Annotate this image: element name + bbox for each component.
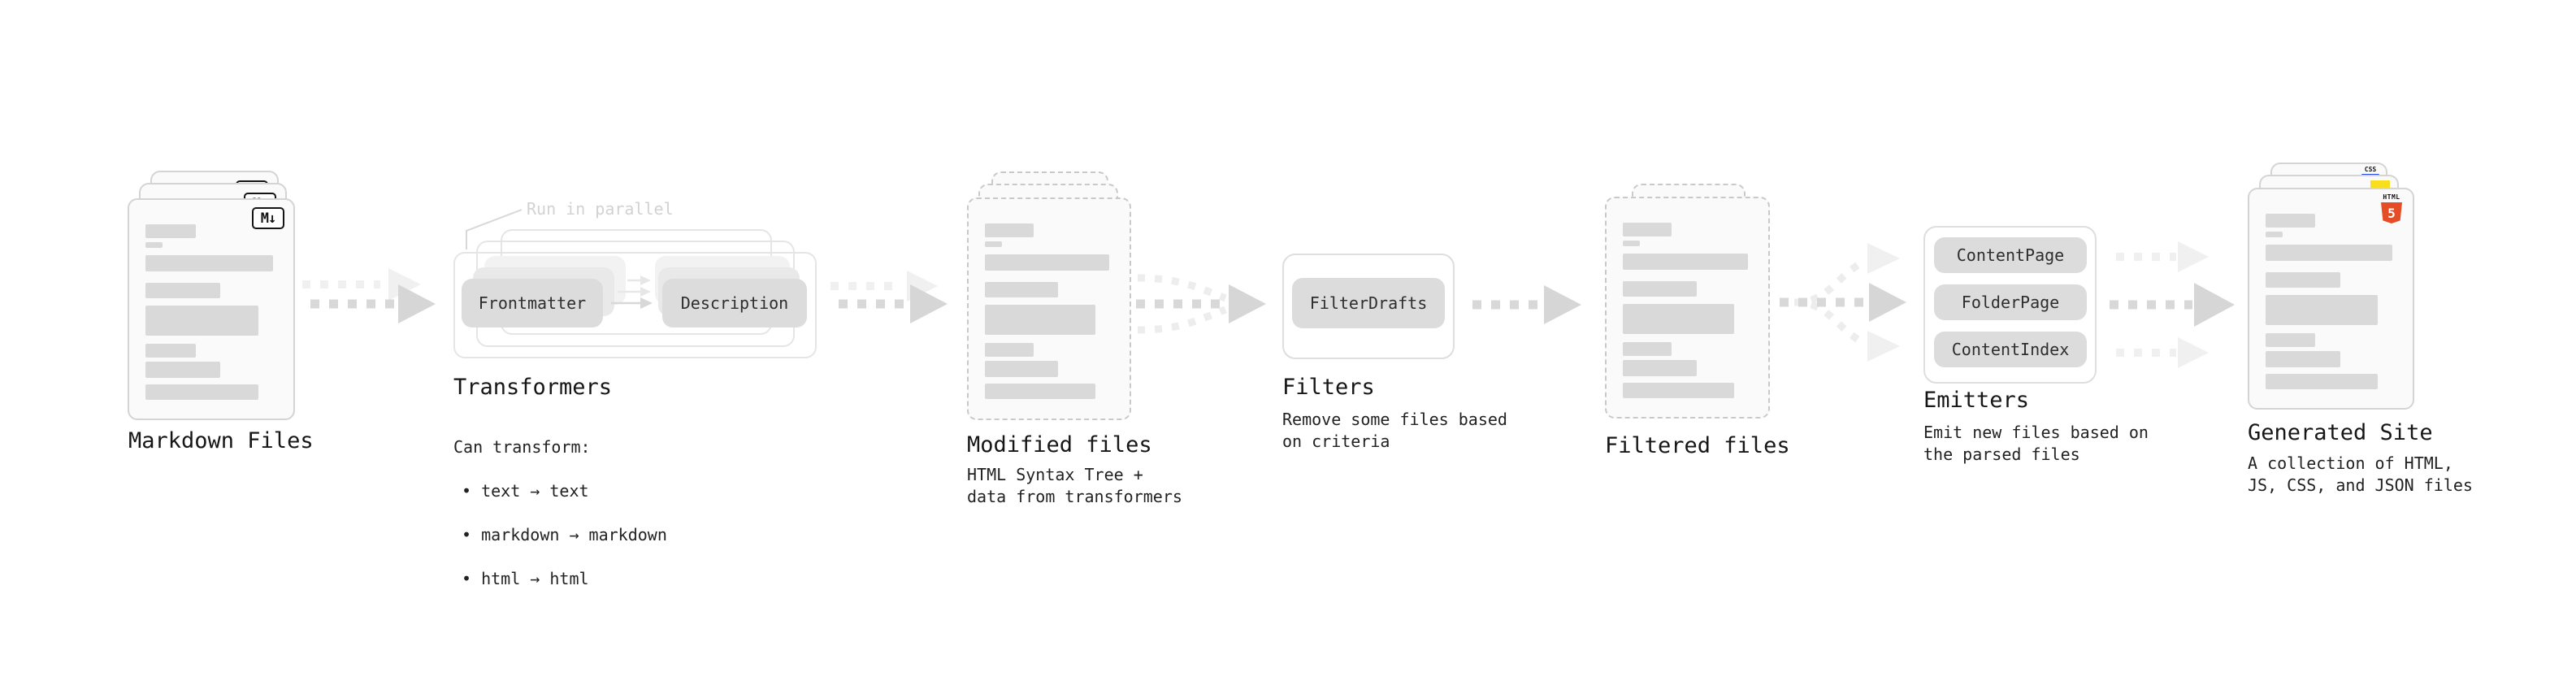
description-chip: Description	[662, 279, 807, 327]
filtered-files-title: Filtered files	[1605, 433, 1790, 458]
arrow-modified-to-filters	[1136, 274, 1266, 334]
arrow-emitters-to-generated	[2110, 241, 2235, 368]
content-index-chip: ContentIndex	[1934, 332, 2087, 367]
filter-drafts-chip: FilterDrafts	[1292, 278, 1445, 328]
text-placeholder-bar	[2266, 333, 2316, 347]
text-placeholder-bar	[985, 223, 1034, 237]
text-placeholder-bar	[145, 283, 221, 298]
generated-file-html: HTML 5	[2248, 188, 2414, 410]
transformer-bullet: • markdown → markdown	[462, 525, 667, 544]
transformers-description: Can transform: • text → text • markdown …	[453, 414, 667, 612]
text-placeholder-bar	[1623, 383, 1734, 398]
text-placeholder-bar	[1623, 241, 1640, 246]
filtered-file-front	[1605, 197, 1770, 419]
generated-site-title: Generated Site	[2248, 420, 2433, 445]
text-placeholder-bar	[2266, 232, 2283, 237]
text-placeholder-bar	[145, 362, 221, 378]
text-placeholder-bar	[1623, 223, 1672, 236]
doc-text-placeholder	[145, 224, 277, 400]
doc-text-placeholder	[2266, 214, 2396, 389]
text-placeholder-bar	[985, 343, 1034, 357]
filters-description: Remove some files based on criteria	[1282, 410, 1507, 451]
markdown-files-title: Markdown Files	[128, 428, 314, 453]
folder-page-chip: FolderPage	[1934, 284, 2087, 320]
arrow-transformers-to-modified	[830, 271, 948, 323]
html5-icon-label: HTML	[2383, 193, 2400, 201]
text-placeholder-bar	[985, 361, 1059, 377]
html5-icon: HTML 5	[2381, 194, 2402, 223]
transformer-frame-front	[453, 252, 817, 358]
modified-file-front	[967, 197, 1131, 420]
transformer-bullet: • text → text	[462, 481, 589, 501]
doc-text-placeholder	[985, 223, 1113, 399]
text-placeholder-bar	[985, 384, 1095, 399]
text-placeholder-bar	[2266, 295, 2379, 325]
arrow-filtered-to-emitters	[1780, 243, 1906, 362]
markdown-file-front: M↓	[128, 198, 295, 420]
markdown-icon: M↓	[252, 207, 284, 229]
emitters-title: Emitters	[1923, 388, 2030, 413]
doc-text-placeholder	[1623, 223, 1752, 398]
modified-files-description: HTML Syntax Tree + data from transformer…	[967, 465, 1182, 506]
emitters-description: Emit new files based on the parsed files	[1923, 423, 2149, 464]
filters-title: Filters	[1282, 375, 1375, 400]
text-placeholder-bar	[2266, 214, 2316, 228]
text-placeholder-bar	[985, 254, 1110, 271]
run-in-parallel-annotation: Run in parallel	[527, 199, 674, 219]
transformer-bullet: • html → html	[462, 569, 589, 588]
text-placeholder-bar	[145, 306, 259, 336]
text-placeholder-bar	[145, 224, 196, 238]
html5-icon-shield: 5	[2381, 202, 2402, 223]
modified-files-title: Modified files	[967, 432, 1152, 458]
text-placeholder-bar	[145, 344, 196, 358]
text-placeholder-bar	[985, 305, 1095, 335]
arrow-markdown-to-transformers	[302, 268, 436, 323]
css-icon-label: CSS	[2364, 166, 2377, 173]
text-placeholder-bar	[145, 384, 259, 400]
text-placeholder-bar	[1623, 304, 1734, 334]
text-placeholder-bar	[1623, 360, 1697, 376]
text-placeholder-bar	[2266, 272, 2340, 288]
content-page-chip: ContentPage	[1934, 237, 2087, 273]
transformers-title: Transformers	[453, 375, 613, 400]
text-placeholder-bar	[985, 282, 1059, 297]
generated-site-description: A collection of HTML, JS, CSS, and JSON …	[2248, 453, 2473, 495]
text-placeholder-bar	[145, 255, 274, 271]
text-placeholder-bar	[145, 242, 163, 248]
frontmatter-chip: Frontmatter	[462, 279, 603, 327]
text-placeholder-bar	[2266, 374, 2379, 389]
text-placeholder-bar	[2266, 351, 2340, 367]
text-placeholder-bar	[1623, 254, 1749, 270]
text-placeholder-bar	[1623, 281, 1697, 297]
arrow-filters-to-filtered	[1472, 285, 1581, 324]
text-placeholder-bar	[1623, 342, 1672, 356]
text-placeholder-bar	[985, 241, 1002, 247]
text-placeholder-bar	[2266, 245, 2393, 261]
transformers-description-heading: Can transform:	[453, 437, 591, 457]
